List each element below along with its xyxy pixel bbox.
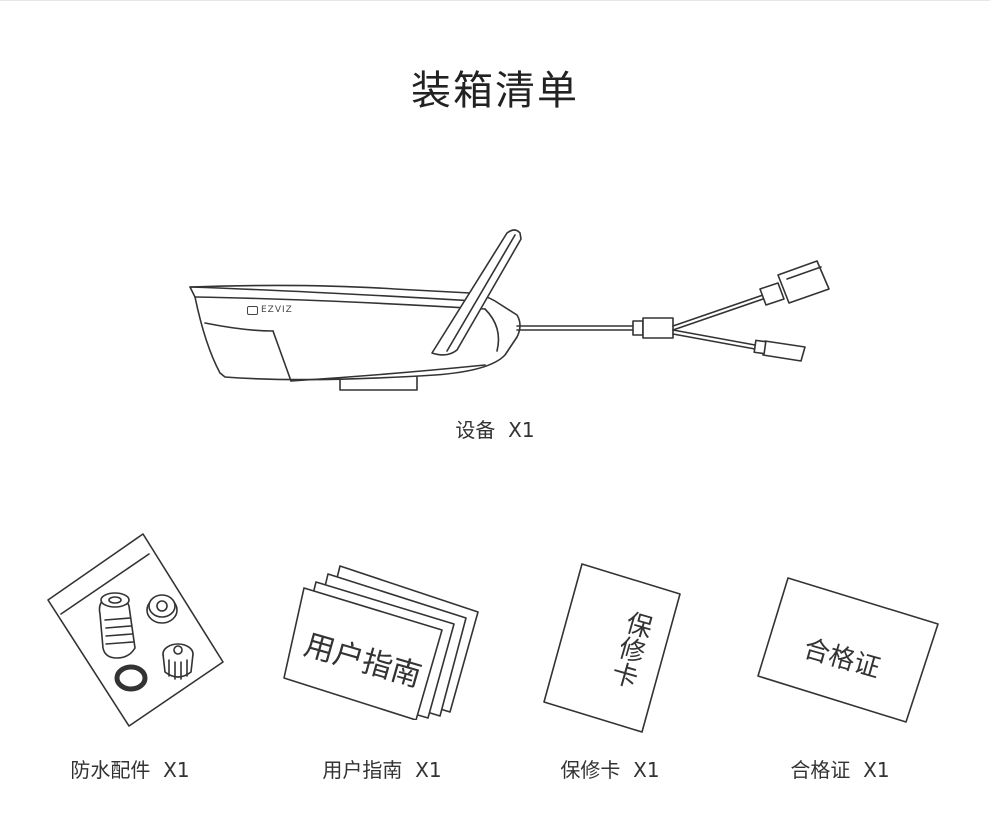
warranty-card-caption: 保修卡 X1 <box>560 758 660 782</box>
camera-illustration: EZVIZ <box>185 225 835 400</box>
user-guide-illustration: 用户指南 <box>282 560 482 720</box>
user-guide-caption: 用户指南 X1 <box>322 758 442 782</box>
waterproof-kit-caption: 防水配件 X1 <box>70 758 190 782</box>
page-title: 装箱清单 <box>411 68 579 114</box>
ezviz-logo: EZVIZ <box>247 305 293 315</box>
device-caption: 设备 X1 <box>455 418 535 442</box>
ezviz-logo-icon <box>247 305 258 315</box>
warranty-card-illustration: 保修卡 <box>542 562 682 734</box>
certificate-caption: 合格证 X1 <box>790 758 890 782</box>
waterproof-kit-illustration <box>45 530 230 730</box>
certificate-illustration: 合格证 <box>756 576 942 726</box>
top-divider <box>0 0 990 1</box>
